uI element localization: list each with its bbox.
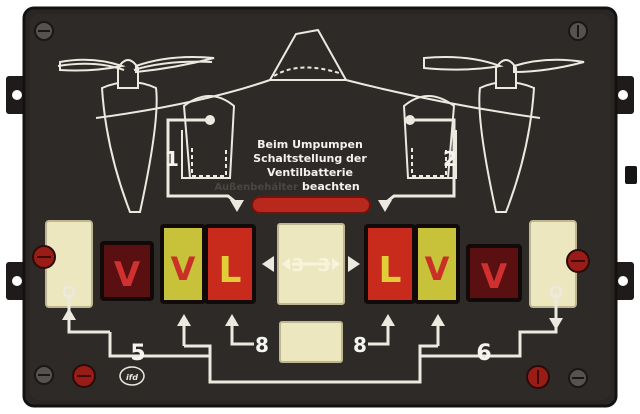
maker-logo-text: ifd [126,373,138,382]
screw-top-right [568,21,588,41]
arrow-up-left-tank [62,308,76,320]
screw-bottom-right [568,368,588,388]
left-nacelle [100,81,158,213]
instruction-line-4-suffix: beachten [302,180,360,193]
indicator-left-1[interactable]: V [100,241,154,301]
bottom-label-left: 8 [255,333,269,357]
indicator-right-1[interactable]: L [364,224,416,304]
aircraft-outline [57,28,585,213]
mount-hole [12,90,22,100]
crossfeed-arrow-inner-right [332,258,340,270]
right-tank-outlet [549,285,563,299]
bottom-label-right: 8 [353,333,367,357]
bottom-crossfeed-button[interactable] [279,321,343,363]
engine-label-left: 1 [165,147,179,171]
crossfeed-arrow-inner-left [282,258,290,270]
left-tank-inner [191,148,227,177]
warning-lamp [251,196,371,214]
instruction-line-1: Beim Umpumpen [257,138,363,151]
center-label-right: 3 [318,255,331,276]
right-propeller-blade-a [423,56,504,71]
left-propeller-blade-b [135,56,215,74]
indicator-letter: V [481,257,508,297]
crossfeed-arrow-left [262,256,274,272]
indicator-right-3[interactable]: V [466,244,522,302]
right-tank-inner [411,148,447,177]
arrow-left-down [230,200,244,212]
indicator-letter: V [171,250,196,288]
mount-hole [618,276,628,286]
indicator-letter: V [425,250,450,288]
fuselage-nose [268,28,348,81]
tank-label-right: 6 [476,341,491,366]
mount-hole [12,276,22,286]
right-spinner [495,59,517,89]
bottom-right-lamp [526,365,550,389]
left-tank [182,95,236,179]
center-label-left: 3 [292,255,305,276]
left-tank-outlet [62,285,76,299]
maker-logo: ifd [119,366,145,386]
left-propeller-blade-a [59,58,126,72]
arrow-right-down [378,200,392,212]
right-side-lamp [566,249,590,273]
instruction-line-3: Ventilbatterie [267,166,353,179]
crossfeed-arrow-right [348,256,360,272]
indicator-letter: L [219,250,242,291]
arrow-up-2 [225,314,239,326]
right-propeller-blade-b [513,58,585,74]
screw-top-left [34,21,54,41]
right-tank [402,95,456,179]
indicator-right-2[interactable]: V [414,224,460,304]
mount-hole [618,90,628,100]
arrow-up-1 [177,314,191,326]
fuselage-cockpit [273,66,343,77]
engine-label-right: 2 [443,147,457,171]
left-propeller [57,60,213,71]
arrow-down-right-tank [549,318,563,330]
indicator-letter: V [114,255,141,295]
indicator-left-2[interactable]: V [160,224,206,304]
arrow-up-3 [381,314,395,326]
instruction-line-2: Schaltstellung der [253,152,367,165]
indicator-left-3[interactable]: L [204,224,256,304]
left-side-lamp [32,245,56,269]
screw-bottom-left [34,365,54,385]
left-spinner [117,59,139,89]
instruction-line-4-prefix: Außenbehälter [214,182,298,193]
flow-lines-top [166,118,456,206]
arrow-up-4 [431,314,445,326]
indicator-letter: L [379,250,402,291]
bottom-left-lamp [72,364,96,388]
side-knob [625,166,637,184]
tank-label-left: 5 [130,341,145,366]
